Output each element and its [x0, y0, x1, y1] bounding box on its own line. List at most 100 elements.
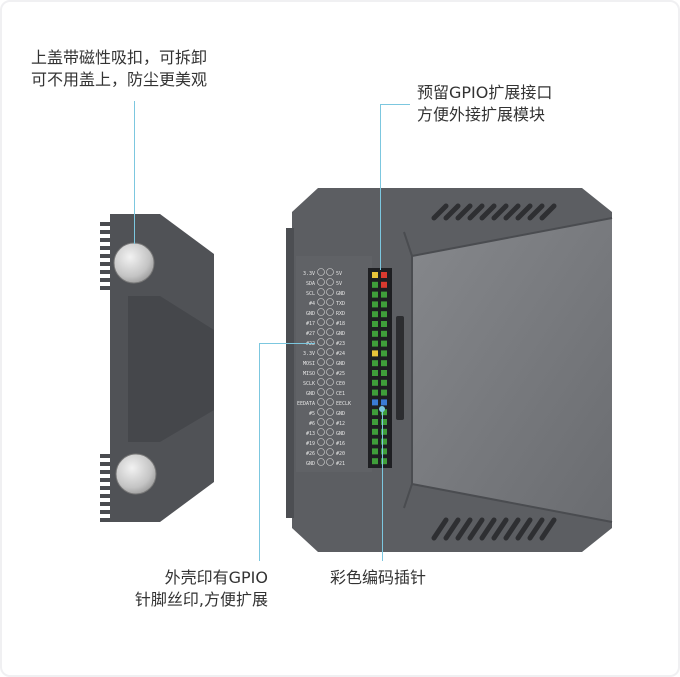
- magnet-bottom: [115, 453, 157, 495]
- heatsink-fin: [100, 238, 114, 242]
- silkscreen-label: #23: [336, 341, 345, 347]
- pin-number-ring: [326, 408, 334, 416]
- pin-number-ring: [326, 308, 334, 316]
- header-pin: [381, 281, 387, 288]
- vent-slot: [491, 517, 509, 541]
- silkscreen-label: MISO: [303, 371, 315, 377]
- vent-slot: [467, 517, 485, 541]
- silkscreen-label: #13: [306, 431, 315, 437]
- header-pin: [381, 409, 387, 416]
- silkscreen-label: #6: [309, 421, 315, 427]
- vent-slot: [503, 203, 521, 221]
- header-pin: [372, 350, 378, 357]
- pin-number-ring: [317, 448, 325, 456]
- vent-slot: [491, 203, 509, 221]
- vent-slot: [515, 517, 533, 541]
- pin-number-ring: [317, 398, 325, 406]
- silkscreen-label: #27: [306, 331, 315, 337]
- pin-number-ring: [317, 298, 325, 306]
- silkscreen-label: GND: [336, 411, 345, 417]
- heatsink-fin: [100, 262, 114, 266]
- silkscreen-label: #18: [336, 321, 345, 327]
- silkscreen-label: #26: [306, 451, 315, 457]
- pin-number-ring: [326, 288, 334, 296]
- silkscreen-label: #24: [336, 351, 345, 357]
- vent-slot: [515, 203, 533, 221]
- pin-number-ring: [317, 388, 325, 396]
- pin-number-ring: [326, 298, 334, 306]
- pin-number-ring: [326, 278, 334, 286]
- leader-gpio-slot-h: [380, 104, 410, 105]
- header-pin: [372, 272, 378, 278]
- silkscreen-label: 3.3V: [303, 351, 315, 357]
- vent-slot: [431, 203, 449, 221]
- vent-slot: [527, 203, 545, 221]
- leader-lid: [134, 101, 135, 244]
- vent-slot: [539, 203, 557, 221]
- pin-number-ring: [317, 318, 325, 326]
- header-pin: [372, 340, 378, 347]
- caption-silkscreen: 外壳印有GPIO 针脚丝印,方便扩展: [135, 567, 268, 611]
- pin-number-ring: [317, 338, 325, 346]
- pin-number-ring: [326, 458, 334, 466]
- heatsink-fin: [100, 246, 114, 250]
- heatsink-fin: [100, 286, 114, 290]
- header-pin: [381, 321, 387, 327]
- color-coded-pin-header: [368, 268, 392, 468]
- header-pin: [381, 428, 387, 435]
- silkscreen-label: 5V: [336, 281, 342, 287]
- vent-slot: [455, 203, 473, 221]
- pin-number-ring: [326, 348, 334, 356]
- heatsink-fin: [100, 462, 114, 466]
- pin-number-ring: [326, 358, 334, 366]
- pin-number-ring: [326, 328, 334, 336]
- silkscreen-label: #19: [306, 441, 315, 447]
- leader-dot-pins: [379, 406, 385, 412]
- silkscreen-label: MOSI: [303, 361, 315, 367]
- pin-number-ring: [317, 428, 325, 436]
- header-pin: [372, 360, 378, 367]
- heatsink-fin: [100, 470, 114, 474]
- header-pin: [372, 448, 378, 455]
- heatsink-fin: [100, 222, 114, 226]
- heatsink-fin: [100, 518, 114, 522]
- header-pin: [372, 409, 378, 416]
- leader-silkscreen-h: [259, 343, 315, 344]
- silkscreen-label: GND: [306, 311, 315, 317]
- header-pin: [381, 399, 387, 406]
- pin-number-ring: [317, 278, 325, 286]
- caption-line: 可不用盖上，防尘更美观: [31, 70, 208, 89]
- caption-line: 针脚丝印,方便扩展: [134, 590, 268, 609]
- silkscreen-label: SCL: [306, 291, 315, 297]
- header-pin: [372, 330, 378, 337]
- header-pin: [381, 311, 387, 318]
- vent-slot: [479, 517, 497, 541]
- leader-gpio-slot: [380, 104, 381, 270]
- header-pin: [372, 281, 378, 288]
- caption-line: 彩色编码插针: [330, 568, 427, 587]
- silkscreen-label: GND: [336, 291, 345, 297]
- vent-slot: [539, 517, 557, 541]
- vent-slot: [479, 203, 497, 221]
- pin-number-ring: [317, 308, 325, 316]
- header-pin: [372, 399, 378, 406]
- silkscreen-label: #5: [309, 411, 315, 417]
- vent-slot: [527, 517, 545, 541]
- silkscreen-label: GND: [336, 331, 345, 337]
- pin-number-ring: [326, 368, 334, 376]
- caption-line: 外壳印有GPIO: [164, 568, 268, 587]
- magnet-top: [113, 242, 155, 284]
- caption-line: 预留GPIO扩展接口: [417, 83, 553, 102]
- silkscreen-label: CE0: [336, 381, 345, 387]
- header-pin: [372, 389, 378, 396]
- silkscreen-label: CE1: [336, 391, 345, 397]
- pin-number-ring: [326, 268, 334, 276]
- silkscreen-label: SDA: [306, 281, 315, 287]
- heatsink-fin: [100, 502, 114, 506]
- silkscreen-label: TXD: [336, 301, 345, 307]
- silkscreen-label: #4: [309, 301, 315, 307]
- silkscreen-label: #20: [336, 451, 345, 457]
- caption-gpio-slot: 预留GPIO扩展接口 方便外接扩展模块: [417, 82, 552, 126]
